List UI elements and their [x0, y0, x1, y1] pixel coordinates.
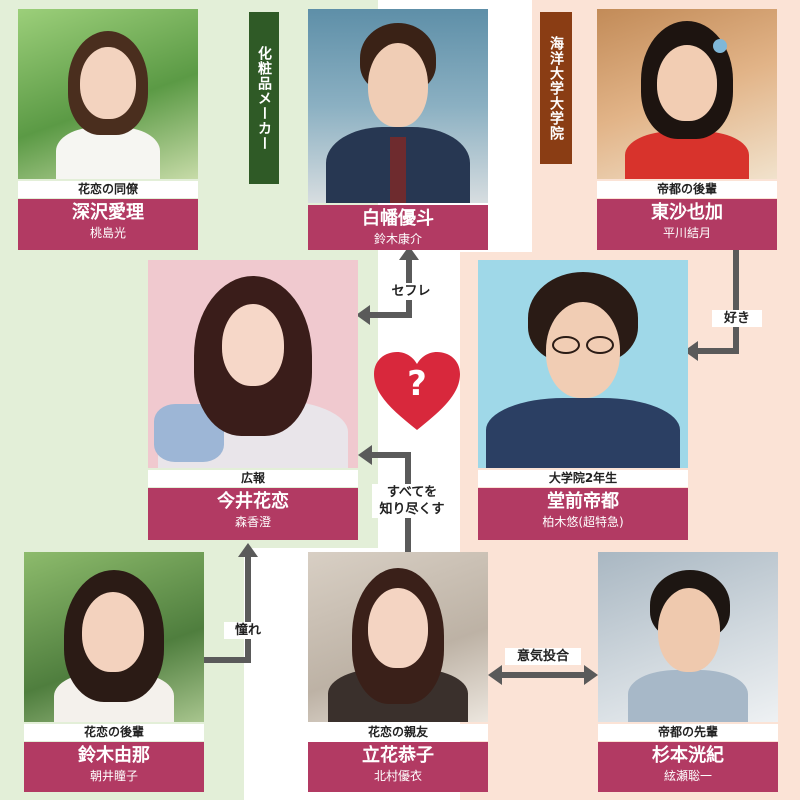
suki-label: 好き — [712, 310, 762, 327]
actor-name: 朝井瞳子 — [89, 769, 138, 783]
akogare-arrowhead-up — [238, 543, 258, 557]
character-card-sugimoto: 帝都の先輩 杉本洸紀 絃瀬聡一 — [598, 552, 778, 792]
actor-name: 柏木悠(超特急) — [542, 515, 624, 529]
portrait-photo — [148, 260, 358, 468]
heart-question-mark: ? — [407, 364, 427, 404]
character-name-box: 今井花恋 森香澄 — [148, 488, 358, 540]
character-name: 白幡優斗 — [362, 208, 434, 229]
love-question-heart: ? — [372, 350, 462, 434]
portrait-photo — [308, 9, 488, 203]
suki-line-vertical — [733, 250, 739, 354]
sefure-arrowhead-left — [356, 305, 370, 325]
suki-line-horizontal — [698, 348, 739, 354]
character-role: 大学院2年生 — [478, 470, 688, 487]
subete-line-horizontal — [370, 452, 411, 458]
character-name-box: 深沢愛理 桃島光 — [18, 199, 198, 250]
portrait-photo — [308, 552, 488, 722]
character-card-tachibana: 花恋の親友 立花恭子 北村優衣 — [308, 552, 488, 792]
ikitougou-line — [500, 672, 586, 678]
akogare-line-vertical — [245, 552, 251, 663]
character-name: 堂前帝都 — [547, 491, 619, 512]
portrait-photo — [18, 9, 198, 179]
character-card-higashi: 帝都の後輩 東沙也加 平川結月 — [597, 9, 777, 250]
ikitougou-arrowhead-right — [584, 665, 598, 685]
character-card-fukasawa: 花恋の同僚 深沢愛理 桃島光 — [18, 9, 198, 250]
character-name-box: 東沙也加 平川結月 — [597, 199, 777, 250]
ikitougou-label: 意気投合 — [505, 648, 581, 665]
character-card-domae: 大学院2年生 堂前帝都 柏木悠(超特急) — [478, 260, 688, 540]
actor-name: 森香澄 — [234, 515, 271, 529]
character-role: 花恋の親友 — [308, 724, 488, 741]
portrait-photo — [478, 260, 688, 468]
heart-icon — [374, 352, 460, 430]
actor-name: 平川結月 — [662, 226, 711, 240]
character-role: 帝都の後輩 — [597, 181, 777, 198]
character-role: 広報 — [148, 470, 358, 487]
character-card-shirahata: 白幡優斗 鈴木康介 — [308, 9, 488, 250]
character-name: 鈴木由那 — [78, 745, 150, 766]
actor-name: 北村優衣 — [373, 769, 422, 783]
character-name-box: 鈴木由那 朝井瞳子 — [24, 742, 204, 792]
character-card-imai: 広報 今井花恋 森香澄 — [148, 260, 358, 540]
character-role: 帝都の先輩 — [598, 724, 778, 741]
character-name: 立花恭子 — [362, 745, 434, 766]
character-name-box: 立花恭子 北村優衣 — [308, 742, 488, 792]
character-card-suzuki: 花恋の後輩 鈴木由那 朝井瞳子 — [24, 552, 204, 792]
portrait-photo — [598, 552, 778, 722]
character-name: 今井花恋 — [217, 491, 289, 512]
ikitougou-arrowhead-left — [488, 665, 502, 685]
actor-name: 桃島光 — [89, 226, 126, 240]
character-name: 東沙也加 — [651, 202, 723, 223]
character-role: 花恋の後輩 — [24, 724, 204, 741]
subete-label-line2: 知り尽くす — [379, 502, 445, 517]
sefure-label: セフレ — [383, 283, 439, 300]
actor-name: 鈴木康介 — [373, 232, 422, 246]
character-name-box: 白幡優斗 鈴木康介 — [308, 205, 488, 250]
character-name-box: 堂前帝都 柏木悠(超特急) — [478, 488, 688, 540]
marine-university-label: 海洋大学大学院 — [540, 12, 572, 164]
character-name: 杉本洸紀 — [652, 745, 724, 766]
subete-arrowhead-left — [358, 445, 372, 465]
portrait-photo — [24, 552, 204, 722]
sefure-line-horizontal — [368, 312, 412, 318]
character-role: 花恋の同僚 — [18, 181, 198, 198]
character-name: 深沢愛理 — [72, 202, 144, 223]
actor-name: 絃瀬聡一 — [663, 769, 712, 783]
cosmetics-company-label: 化粧品メーカー — [249, 12, 279, 184]
akogare-label: 憧れ — [224, 622, 272, 639]
portrait-photo — [597, 9, 777, 179]
akogare-line-horizontal — [204, 657, 251, 663]
subete-label-line1: すべてを — [386, 485, 438, 500]
character-name-box: 杉本洸紀 絃瀬聡一 — [598, 742, 778, 792]
subete-label: すべてを 知り尽くす — [372, 484, 452, 518]
